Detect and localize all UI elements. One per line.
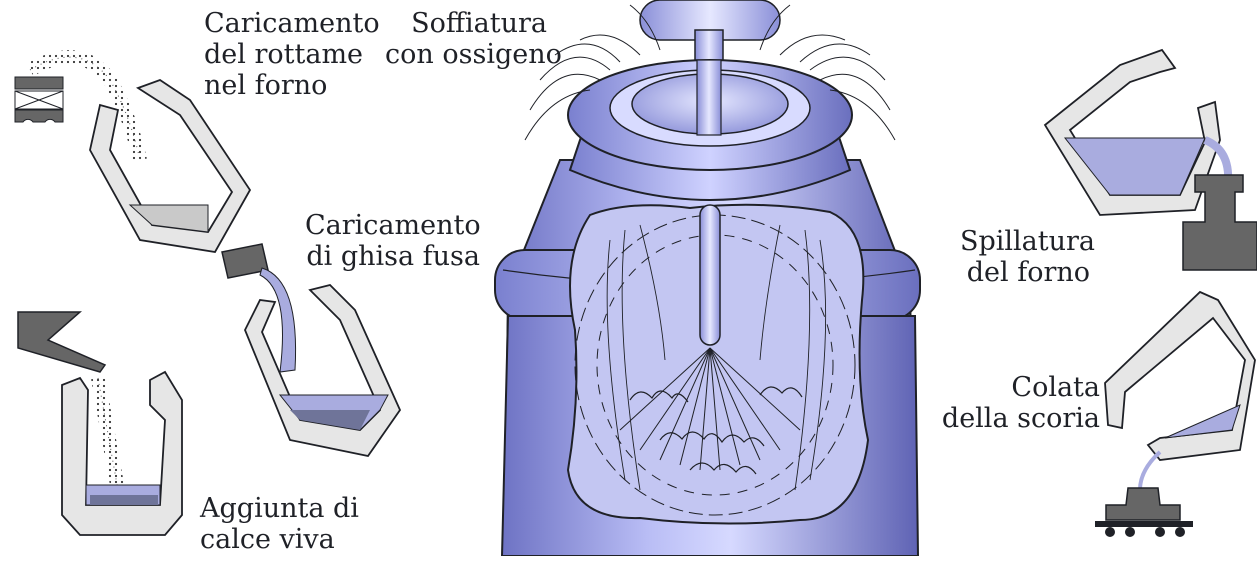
label-lime-addition-line-2: calce viva bbox=[200, 524, 359, 555]
label-slag-pouring-line-1: Colata bbox=[940, 372, 1100, 403]
label-tapping: Spillatura del forno bbox=[960, 226, 1090, 288]
lime-chute-icon bbox=[18, 312, 105, 372]
central-converter bbox=[495, 0, 920, 556]
label-tapping-line-2: del forno bbox=[960, 257, 1090, 288]
label-scrap-charging-line-2: del rottame bbox=[204, 39, 380, 70]
label-scrap-charging-line-1: Caricamento bbox=[204, 8, 380, 39]
label-slag-pouring-line-2: della scoria bbox=[940, 403, 1100, 434]
label-lime-addition-line-1: Aggiunta di bbox=[200, 493, 359, 524]
label-hot-metal-charging-line-1: Caricamento bbox=[305, 210, 480, 241]
slag-pot-car-icon bbox=[1095, 488, 1193, 537]
oxygen-lance-inner bbox=[700, 205, 720, 345]
label-scrap-charging: Caricamento del rottame nel forno bbox=[204, 8, 380, 101]
lime-addition-vessel bbox=[18, 312, 182, 535]
label-slag-pouring: Colata della scoria bbox=[940, 372, 1100, 434]
label-tapping-line-1: Spillatura bbox=[960, 226, 1090, 257]
scrap-charging-box-icon bbox=[15, 77, 63, 122]
label-scrap-charging-line-3: nel forno bbox=[204, 70, 380, 101]
label-oxygen-blowing-line-2: con ossigeno bbox=[385, 39, 547, 70]
label-oxygen-blowing: Soffiatura con ossigeno bbox=[385, 8, 547, 70]
label-hot-metal-charging: Caricamento di ghisa fusa bbox=[305, 210, 480, 272]
label-hot-metal-charging-line-2: di ghisa fusa bbox=[305, 241, 480, 272]
slag-pouring-vessel bbox=[1095, 292, 1255, 537]
label-oxygen-blowing-line-1: Soffiatura bbox=[385, 8, 547, 39]
hot-metal-charging-vessel bbox=[222, 244, 400, 456]
label-lime-addition: Aggiunta di calce viva bbox=[200, 493, 359, 555]
